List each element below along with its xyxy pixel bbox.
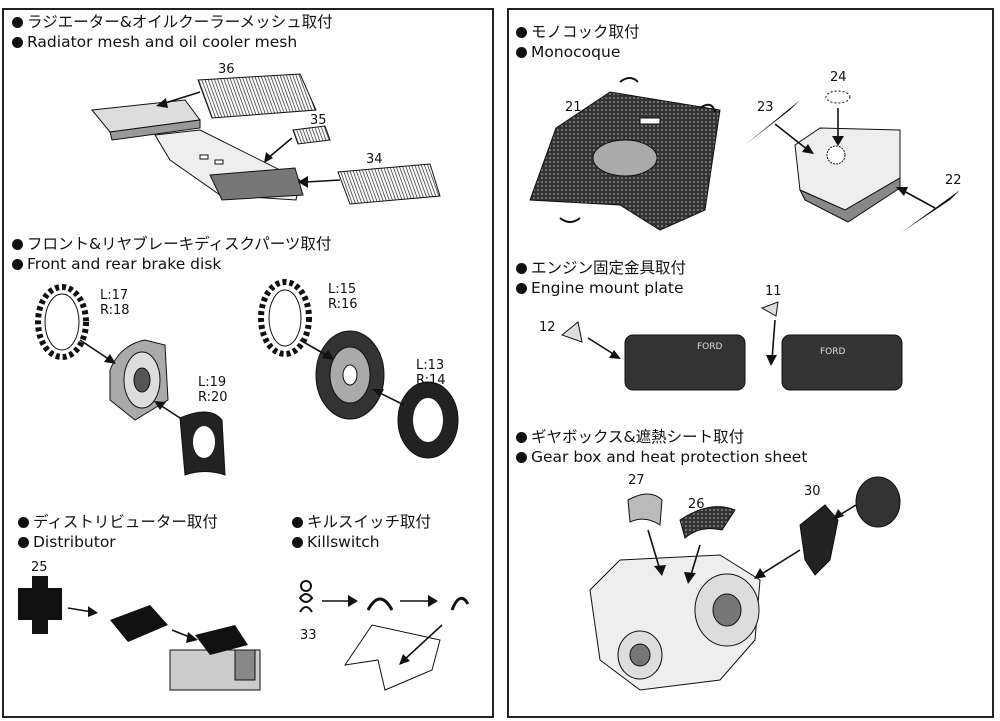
bullet-icon xyxy=(516,47,527,58)
monocoque-title-en: Monocoque xyxy=(531,43,621,61)
part-label-27: 27 xyxy=(628,473,645,488)
bullet-icon xyxy=(12,259,23,270)
brake-label-l17: L:17 xyxy=(100,288,129,303)
brake-label-d: L:13 R:14 xyxy=(416,358,446,388)
brake-label-b: L:19 R:20 xyxy=(198,375,228,405)
part-label-12: 12 xyxy=(539,320,556,335)
brake-section-title: フロント&リヤブレーキディスクパーツ取付 Front and rear brak… xyxy=(12,234,331,274)
engine-mount-title-jp: エンジン固定金具取付 xyxy=(531,259,687,277)
bullet-icon xyxy=(12,239,23,250)
brake-title-jp: フロント&リヤブレーキディスクパーツ取付 xyxy=(27,235,332,253)
radiator-title-jp: ラジエーター&オイルクーラーメッシュ取付 xyxy=(27,13,333,31)
bullet-icon xyxy=(12,17,23,28)
part-label-21: 21 xyxy=(565,100,582,115)
left-instruction-panel xyxy=(2,8,494,718)
part-label-25: 25 xyxy=(31,560,48,575)
bullet-icon xyxy=(516,27,527,38)
brake-label-r16: R:16 xyxy=(328,297,358,312)
monocoque-diagram xyxy=(529,77,960,232)
engine-mount-diagram xyxy=(560,301,903,391)
brake-label-r20: R:20 xyxy=(198,390,228,405)
brake-label-l15: L:15 xyxy=(328,282,357,297)
brake-title-en: Front and rear brake disk xyxy=(27,255,222,273)
distributor-title-en: Distributor xyxy=(33,533,116,551)
killswitch-title-jp: キルスイッチ取付 xyxy=(307,513,432,531)
brake-label-l19: L:19 xyxy=(198,375,227,390)
right-instruction-panel xyxy=(507,8,994,718)
part-label-36: 36 xyxy=(218,62,235,77)
gearbox-title-en: Gear box and heat protection sheet xyxy=(531,448,808,466)
killswitch-title-en: Killswitch xyxy=(307,533,380,551)
brake-label-a: L:17 R:18 xyxy=(100,288,130,318)
killswitch-diagram xyxy=(298,580,470,691)
radiator-title-en: Radiator mesh and oil cooler mesh xyxy=(27,33,298,51)
monocoque-section-title: モノコック取付 Monocoque xyxy=(516,22,640,62)
bullet-icon xyxy=(516,283,527,294)
monocoque-title-jp: モノコック取付 xyxy=(531,23,640,41)
brake-diagram xyxy=(35,279,459,476)
bullet-icon xyxy=(516,263,527,274)
bullet-icon xyxy=(516,432,527,443)
bullet-icon xyxy=(18,517,29,528)
bullet-icon xyxy=(292,517,303,528)
gearbox-title-jp: ギヤボックス&遮熱シート取付 xyxy=(531,428,745,446)
part-label-22: 22 xyxy=(945,173,962,188)
engine-block-text-b: FORD xyxy=(820,347,846,357)
engine-mount-section-title: エンジン固定金具取付 Engine mount plate xyxy=(516,258,686,298)
part-label-23: 23 xyxy=(757,100,774,115)
killswitch-section-title: キルスイッチ取付 Killswitch xyxy=(292,512,431,552)
part-label-30: 30 xyxy=(804,484,821,499)
bullet-icon xyxy=(18,537,29,548)
part-label-35: 35 xyxy=(310,113,327,128)
part-label-33: 33 xyxy=(300,628,317,643)
distributor-section-title: ディストリビューター取付 Distributor xyxy=(18,512,218,552)
part-label-11: 11 xyxy=(765,284,782,299)
part-label-26: 26 xyxy=(688,497,705,512)
distributor-title-jp: ディストリビューター取付 xyxy=(33,513,218,531)
bullet-icon xyxy=(516,452,527,463)
brake-label-l13: L:13 xyxy=(416,358,445,373)
bullet-icon xyxy=(292,537,303,548)
part-label-24: 24 xyxy=(830,70,847,85)
gearbox-section-title: ギヤボックス&遮熱シート取付 Gear box and heat protect… xyxy=(516,427,807,467)
distributor-diagram xyxy=(18,576,261,691)
engine-block-text-a: FORD xyxy=(697,342,723,352)
brake-label-r14: R:14 xyxy=(416,373,446,388)
engine-mount-title-en: Engine mount plate xyxy=(531,279,684,297)
part-label-34: 34 xyxy=(366,152,383,167)
bullet-icon xyxy=(12,37,23,48)
brake-label-c: L:15 R:16 xyxy=(328,282,358,312)
radiator-section-title: ラジエーター&オイルクーラーメッシュ取付 Radiator mesh and o… xyxy=(12,12,333,52)
brake-label-r18: R:18 xyxy=(100,303,130,318)
radiator-diagram xyxy=(91,73,441,205)
